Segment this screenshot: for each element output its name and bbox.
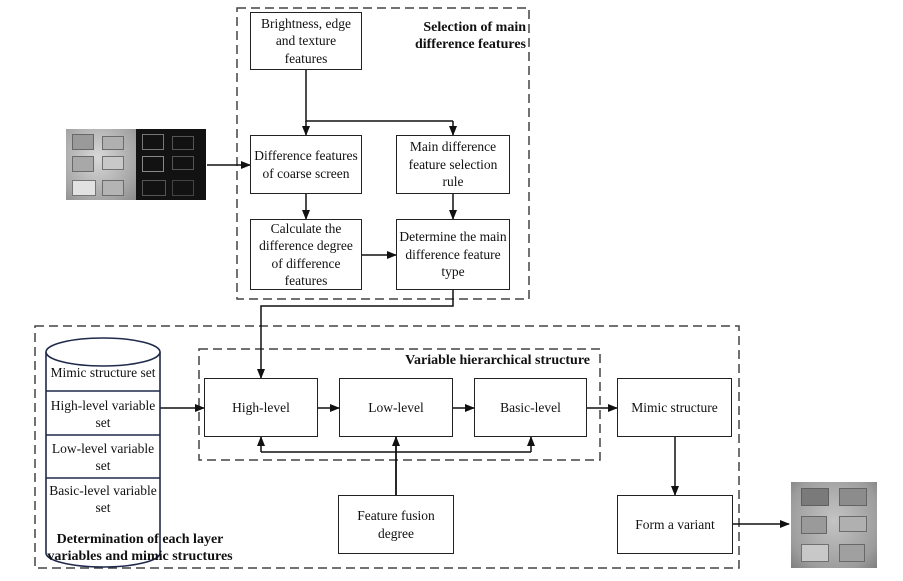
input-image-pair bbox=[66, 129, 206, 200]
brightness-edge-texture-box: Brightness, edge and texture features bbox=[250, 12, 362, 70]
cylinder-section-low: Low-level variable set bbox=[51, 441, 155, 473]
cylinder-variable-sets bbox=[45, 337, 161, 568]
calculate-degree-box: Calculate the difference degree of diffe… bbox=[250, 219, 362, 290]
visible-image bbox=[66, 129, 136, 200]
coarse-screen-box: Difference features of coarse screen bbox=[250, 135, 362, 194]
determine-type-box: Determine the main difference feature ty… bbox=[396, 219, 510, 290]
connector-determine-to-high bbox=[257, 290, 454, 379]
mimic-structure-box: Mimic structure bbox=[617, 378, 732, 437]
form-variant-box: Form a variant bbox=[617, 495, 733, 554]
feature-fusion-degree-box: Feature fusion degree bbox=[338, 495, 454, 554]
infrared-image bbox=[136, 129, 206, 200]
group-frame-determination bbox=[34, 325, 740, 569]
group-label-determination: Determination of each layer variables an… bbox=[47, 532, 233, 564]
high-level-box: High-level bbox=[204, 378, 318, 437]
basic-level-box: Basic-level bbox=[474, 378, 587, 437]
low-level-box: Low-level bbox=[339, 378, 453, 437]
cylinder-section-basic: Basic-level variable set bbox=[49, 483, 157, 515]
connector-brightness-split bbox=[305, 70, 453, 122]
output-variant-image bbox=[791, 482, 877, 568]
group-label-hierarchical: Variable hierarchical structure bbox=[405, 353, 590, 368]
selection-rule-box: Main difference feature selection rule bbox=[396, 135, 510, 194]
group-frame-selection bbox=[236, 7, 530, 300]
cylinder-section-high: High-level variable set bbox=[50, 398, 156, 430]
cylinder-section-mimic: Mimic structure set bbox=[50, 365, 156, 380]
group-label-selection: Selection of main difference features bbox=[414, 20, 526, 52]
